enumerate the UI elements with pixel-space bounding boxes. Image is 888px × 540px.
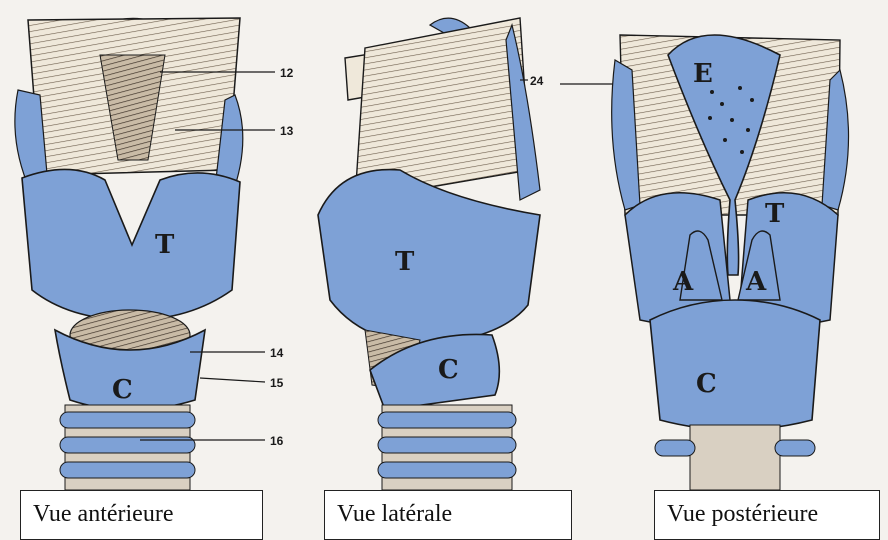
callout-13: 13: [280, 124, 294, 138]
callout-line-15: [200, 378, 265, 382]
callout-16: 16: [270, 434, 284, 448]
caption-anterior: Vue antérieure: [20, 490, 263, 540]
callout-15: 15: [270, 376, 284, 390]
label-T-lateral: T: [395, 247, 415, 277]
anterior-view: 12 13 14 15 16 T C: [15, 18, 294, 490]
cricoid-cartilage: [650, 300, 820, 430]
thyroid-cartilage: [22, 169, 240, 320]
label-A-right: A: [745, 267, 767, 297]
trachea: [378, 405, 516, 490]
trachea: [655, 425, 815, 490]
tracheal-ring: [775, 440, 815, 456]
tracheal-ring: [655, 440, 695, 456]
caption-posterior: Vue postérieure: [654, 490, 880, 540]
trachea: [60, 405, 195, 490]
label-T-anterior: T: [155, 230, 175, 260]
tracheal-ring: [60, 412, 195, 428]
label-A-left: A: [672, 267, 694, 297]
posterior-view: E T A A C: [612, 35, 849, 490]
caption-lateral: Vue latérale: [324, 490, 572, 540]
label-C-lateral: C: [438, 355, 459, 385]
callout-12: 12: [280, 66, 294, 80]
label-C-posterior: C: [696, 369, 717, 399]
tracheal-ring: [378, 462, 516, 478]
tracheal-ring: [60, 462, 195, 478]
label-T-posterior: T: [765, 199, 785, 229]
callout-14: 14: [270, 346, 284, 360]
lateral-view: 24 T C: [318, 18, 620, 490]
callout-24: 24: [530, 74, 544, 88]
thyroid-cartilage: [318, 170, 540, 345]
tracheal-ring: [378, 412, 516, 428]
label-E-posterior: E: [693, 59, 713, 89]
tracheal-ring: [378, 437, 516, 453]
label-C-anterior: C: [112, 375, 133, 405]
